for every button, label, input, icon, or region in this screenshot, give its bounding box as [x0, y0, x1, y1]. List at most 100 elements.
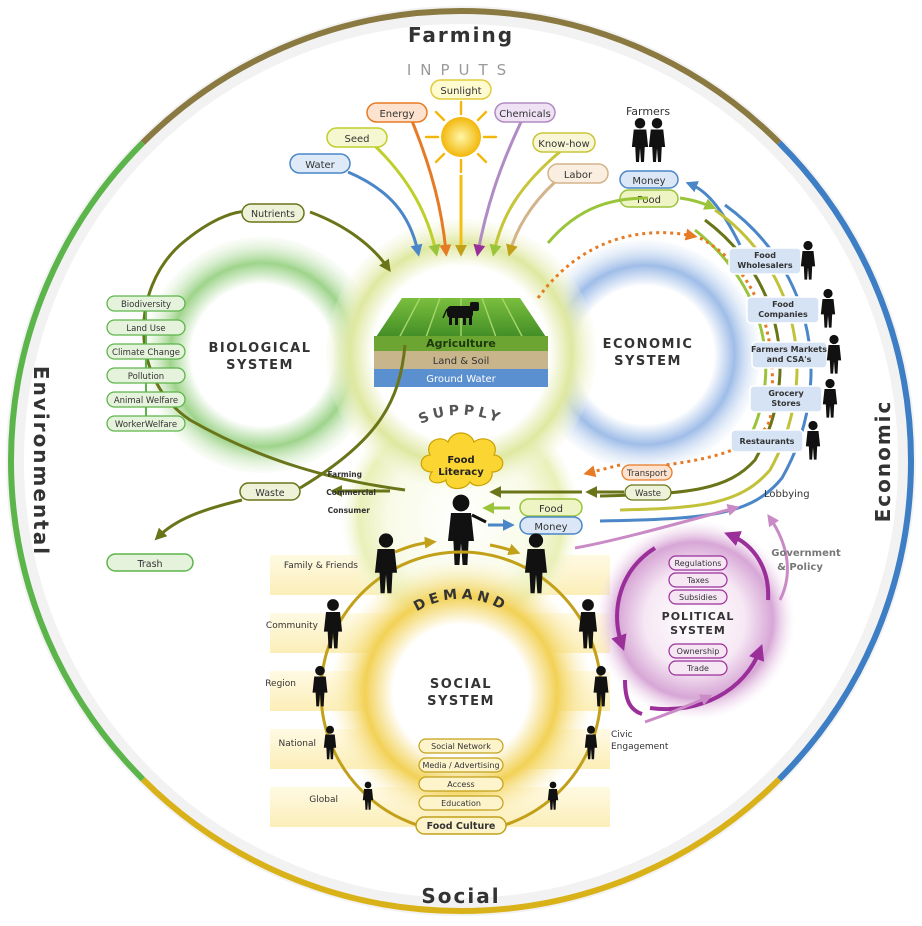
political-item-label: Subsidies — [679, 593, 717, 602]
input-label: Water — [305, 160, 335, 171]
political-items: Regulations Taxes Subsidies Ownership Tr… — [668, 555, 728, 676]
money-label: Money — [632, 176, 665, 187]
social-item-social-network[interactable]: Social Network — [418, 738, 504, 754]
chain-farmers-markets[interactable]: Farmers Markets and CSA's — [751, 341, 828, 369]
agriculture-block: Agriculture Land & Soil Ground Water — [374, 297, 548, 387]
chain-label: Companies — [758, 310, 808, 319]
input-pill-water[interactable]: Water — [289, 153, 351, 174]
commercial-waste-label: Commercial — [326, 488, 376, 497]
consumer-to-social-arrow — [489, 543, 521, 556]
economic-title-1: ECONOMIC — [603, 337, 694, 352]
input-pill-sunlight[interactable]: Sunlight — [430, 79, 492, 100]
food-label: Food — [539, 504, 563, 515]
chain-label: Grocery — [768, 389, 804, 398]
food-literacy-cloud[interactable]: Food Literacy — [420, 432, 504, 490]
waste-label: Waste — [635, 489, 661, 499]
consumer-waste-label: Consumer — [328, 506, 371, 515]
social-ring-segment — [140, 777, 782, 915]
land-soil-label: Land & Soil — [433, 356, 490, 367]
chain-label: Wholesalers — [737, 261, 792, 270]
supply-food-pill[interactable]: Food — [519, 498, 583, 517]
input-pill-labor[interactable]: Labor — [547, 163, 609, 184]
political-item-ownership[interactable]: Ownership — [668, 643, 728, 659]
input-label: Energy — [379, 109, 414, 120]
economic-title-2: SYSTEM — [614, 354, 682, 369]
farmers-money-pill[interactable]: Money — [619, 170, 679, 189]
chain-label: Stores — [771, 399, 800, 408]
impact-climate-change[interactable]: Climate Change — [106, 343, 186, 360]
farming-ring-segment — [140, 7, 782, 145]
input-pill-know-how[interactable]: Know-how — [532, 132, 596, 153]
political-item-subsidies[interactable]: Subsidies — [668, 589, 728, 605]
impact-biodiversity[interactable]: Biodiversity — [106, 295, 186, 312]
impact-label: Land Use — [126, 324, 165, 334]
trash-pill[interactable]: Trash — [106, 553, 194, 572]
political-item-taxes[interactable]: Taxes — [668, 572, 728, 588]
social-item-media-advertising[interactable]: Media / Advertising — [418, 757, 504, 773]
input-arrows — [347, 119, 563, 257]
social-to-consumer-arrow — [394, 536, 437, 554]
social-item-label: Access — [447, 780, 474, 789]
food-literacy-line-1: Food — [447, 455, 474, 466]
input-pill-chemicals[interactable]: Chemicals — [494, 102, 556, 123]
impact-land-use[interactable]: Land Use — [106, 319, 186, 336]
input-pill-seed[interactable]: Seed — [326, 127, 388, 148]
money-label: Money — [534, 522, 567, 533]
level-family-friends: Family & Friends — [284, 561, 358, 571]
farmers-food-pill[interactable]: Food — [619, 189, 679, 208]
lobbying-label: Lobbying — [764, 489, 810, 500]
input-label: Know-how — [538, 139, 589, 150]
economic-system-glow — [530, 240, 760, 470]
political-title-1: POLITICAL — [662, 610, 735, 623]
level-global: Global — [309, 795, 338, 805]
social-item-access[interactable]: Access — [418, 776, 504, 792]
political-system-glow — [595, 520, 795, 720]
food-arrow-head — [679, 196, 717, 210]
chain-label: Farmers Markets — [751, 345, 827, 354]
political-item-regulations[interactable]: Regulations — [668, 555, 728, 571]
chain-grocery-stores[interactable]: Grocery Stores — [749, 385, 823, 413]
environmental-ring-segment — [7, 140, 145, 782]
chain-food-companies[interactable]: Food Companies — [746, 296, 820, 324]
transport-pill[interactable]: Transport — [621, 464, 673, 481]
social-item-education[interactable]: Education — [418, 795, 504, 811]
impact-animal-welfare[interactable]: Animal Welfare — [106, 391, 186, 408]
food-literacy-line-2: Literacy — [438, 467, 484, 478]
political-item-trade[interactable]: Trade — [668, 660, 728, 676]
social-title-2: SYSTEM — [427, 694, 495, 709]
cow-icon — [442, 302, 479, 325]
social-item-food-culture[interactable]: Food Culture — [415, 816, 507, 835]
government-policy-line-1: Government — [771, 548, 841, 559]
government-policy-line-2: & Policy — [777, 562, 823, 573]
political-item-label: Trade — [686, 664, 709, 673]
ground-water-label: Ground Water — [426, 374, 496, 385]
impact-label: Climate Change — [112, 348, 180, 358]
farming-waste-label: Farming — [327, 470, 362, 479]
trash-label: Trash — [136, 559, 162, 570]
inputs-title: INPUTS — [407, 61, 515, 79]
economic-waste-pill[interactable]: Waste — [624, 484, 672, 501]
social-item-label: Food Culture — [427, 821, 496, 832]
impact-label: Animal Welfare — [114, 396, 178, 406]
chain-food-wholesalers[interactable]: Food Wholesalers — [728, 247, 802, 275]
farming-label: Farming — [408, 23, 514, 47]
input-label: Sunlight — [440, 86, 481, 97]
supply-money-pill[interactable]: Money — [519, 516, 583, 535]
input-label: Seed — [345, 134, 370, 145]
chain-restaurants[interactable]: Restaurants — [730, 429, 804, 453]
impact-list: Biodiversity Land Use Climate Change Pol… — [106, 295, 186, 432]
impact-pollution[interactable]: Pollution — [106, 367, 186, 384]
level-national: National — [278, 739, 316, 749]
impact-worker-welfare[interactable]: WorkerWelfare — [106, 415, 186, 432]
economic-label: Economic — [871, 400, 895, 523]
political-title-2: SYSTEM — [670, 624, 726, 637]
input-label: Chemicals — [499, 109, 551, 120]
nutrients-pill[interactable]: Nutrients — [241, 203, 305, 223]
waste-label: Waste — [255, 488, 284, 499]
food-label: Food — [637, 195, 661, 206]
biological-waste-pill[interactable]: Waste — [239, 482, 301, 501]
sun-icon — [424, 100, 498, 174]
nutrients-label: Nutrients — [251, 209, 295, 220]
input-pill-energy[interactable]: Energy — [366, 102, 428, 123]
